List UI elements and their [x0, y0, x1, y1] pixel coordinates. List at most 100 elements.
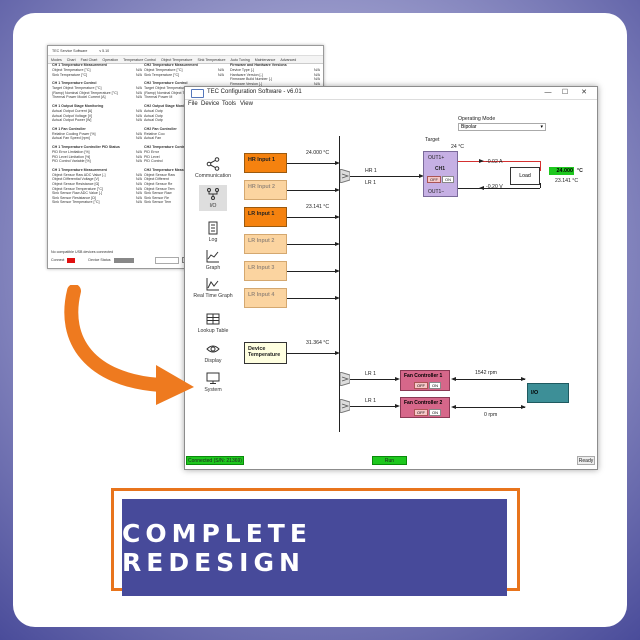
- input-label: LR Input 3: [248, 265, 275, 271]
- old-data-row: Sink Temperature [°C]N/A: [52, 73, 142, 78]
- fan-controller-label: Fan Controller 1: [404, 373, 443, 379]
- fan-controller-label: Fan Controller 2: [404, 400, 443, 406]
- old-section-heading: CH 1 Temperature Measurement: [52, 63, 107, 67]
- old-tab[interactable]: Modes: [51, 57, 62, 62]
- old-data-row: Actual Output Voltage [V]N/A: [52, 114, 142, 119]
- old-row-value: N/A: [136, 195, 142, 200]
- old-row-label: Actual Outp: [144, 118, 163, 123]
- target-value: 24 °C: [451, 144, 465, 150]
- old-row-value: N/A: [136, 131, 142, 136]
- menu-device[interactable]: Device: [201, 101, 220, 107]
- output-voltage-value: -0.20 V: [486, 184, 503, 190]
- old-tab[interactable]: Chart: [66, 57, 76, 62]
- sidebar-item-label: Communication: [194, 173, 232, 179]
- channel-box[interactable]: OUT1+ CH1 OFF ON OUT1−: [423, 151, 458, 197]
- old-row-label: PID Error: [144, 149, 159, 154]
- old-section-heading: CH2 Temperature Controller: [144, 144, 192, 149]
- sidebar-item-lookup-table[interactable]: Lookup Table: [191, 312, 235, 334]
- close-button[interactable]: ✕: [581, 89, 587, 96]
- arrow-head-icon: [451, 377, 456, 381]
- sidebar-item-log[interactable]: Log: [191, 221, 235, 243]
- input-lr-1[interactable]: LR Input 1: [244, 207, 287, 227]
- banner-title: COMPLETE REDESIGN: [122, 518, 312, 577]
- old-data-row: Actual Output Current [A]N/A: [52, 109, 142, 114]
- old-row-label: Actual Output Current [A]: [52, 108, 93, 113]
- old-row-value: N/A: [136, 118, 142, 123]
- input-lr-3[interactable]: LR Input 3: [244, 261, 287, 281]
- lr-input-1-value: 23.141 °C: [306, 204, 330, 210]
- old-tab[interactable]: Fast Chart: [80, 57, 98, 62]
- old-row-label: Actual Output Power [W]: [52, 118, 92, 123]
- old-section-gap: [52, 205, 142, 209]
- old-data-row: Object Sensor Resistance [Ω]N/A: [52, 182, 142, 187]
- load-box[interactable]: Load: [510, 167, 540, 185]
- old-data-row: Sink Sensor Resistance [Ω]N/A: [52, 196, 142, 201]
- hr-input-1-value: 24.000 °C: [306, 150, 330, 156]
- input-lr-2[interactable]: LR Input 2: [244, 234, 287, 254]
- maximize-button[interactable]: ☐: [561, 89, 569, 96]
- menu-tools[interactable]: Tools: [222, 101, 237, 107]
- old-tab[interactable]: Sink Temperature: [197, 57, 226, 62]
- fan-controller-1[interactable]: Fan Controller 1 OFF ON: [400, 370, 450, 391]
- sidebar-item-display[interactable]: Display: [191, 342, 235, 364]
- old-row-label: Actual Outp: [144, 113, 163, 118]
- old-login-input[interactable]: [154, 256, 179, 264]
- arrow-head-icon: [451, 405, 456, 409]
- old-data-row: PID Level Limitation [%]N/A: [52, 155, 142, 160]
- setpoint-unit: °C: [577, 168, 583, 174]
- channel-off-toggle[interactable]: OFF: [427, 176, 441, 183]
- old-row-label: Sink Sensor Raw: [144, 191, 172, 196]
- old-row-label: Sink Sensor Raw ADC Value [-]: [52, 191, 103, 196]
- old-tab[interactable]: Maintenance: [254, 57, 276, 62]
- operating-mode-select[interactable]: Bipolar ▾: [458, 123, 546, 131]
- old-data-row: Sink Temperature [°C]N/A: [144, 73, 224, 78]
- sidebar-item-graph[interactable]: Graph: [191, 249, 235, 271]
- sidebar-item-io[interactable]: I/O: [199, 185, 227, 211]
- sidebar-item-communication[interactable]: Communication: [191, 157, 235, 179]
- out-plus-label: OUT1+: [428, 155, 445, 161]
- old-tab[interactable]: Auto Tuning: [230, 57, 250, 62]
- old-connect-indicator[interactable]: [67, 257, 76, 263]
- menu-file[interactable]: File: [188, 101, 198, 107]
- fan2-on-toggle[interactable]: ON: [429, 409, 441, 416]
- sidebar-item-label: Log: [208, 237, 218, 243]
- menu-view[interactable]: View: [240, 101, 253, 107]
- fan-controller-2[interactable]: Fan Controller 2 OFF ON: [400, 397, 450, 418]
- old-row-label: Thermal Power Model Current [A]: [52, 95, 106, 100]
- out-minus-wire-vertical: [540, 183, 541, 188]
- old-tab[interactable]: Temperature Control: [123, 57, 156, 62]
- fan1-on-toggle[interactable]: ON: [429, 382, 441, 389]
- fan1-signal-line: [350, 379, 396, 380]
- old-tab[interactable]: Advanced: [280, 57, 297, 62]
- old-row-label: Object Sensor Re: [144, 181, 173, 186]
- old-tab[interactable]: Object Temperature: [160, 57, 193, 62]
- output-current-value: -0.02 A: [486, 159, 503, 165]
- old-row-value: N/A: [136, 186, 142, 191]
- old-section-heading: CH2 Temperature Control: [144, 81, 188, 86]
- arrow-head-icon: [335, 296, 340, 300]
- old-title-bar: TEC Service Software v 5.10: [48, 46, 323, 56]
- minimize-button[interactable]: —: [544, 89, 552, 96]
- sidebar-item-system[interactable]: System: [191, 371, 235, 393]
- fan1-off-toggle[interactable]: OFF: [414, 382, 428, 389]
- fan2-off-toggle[interactable]: OFF: [414, 409, 428, 416]
- old-section-heading: CH2 Output Stage Monitoring: [144, 103, 195, 108]
- old-row-value: N/A: [136, 68, 142, 72]
- input-label: LR Input 1: [248, 211, 275, 217]
- io-box[interactable]: I/O: [527, 383, 569, 403]
- input-label: LR Input 4: [248, 292, 275, 298]
- sidebar-item-real-time-graph[interactable]: Real Time Graph: [191, 277, 235, 299]
- mux-switch-icon[interactable]: [340, 169, 350, 183]
- input-hr-2[interactable]: HR Input 2: [244, 180, 287, 200]
- arrow-head-icon: [395, 404, 400, 408]
- old-data-row: Actual Output Power [W] N/A: [52, 118, 142, 123]
- input-hr-1[interactable]: HR Input 1: [244, 153, 287, 173]
- old-tab[interactable]: Operation: [102, 57, 119, 62]
- input-lr-4[interactable]: LR Input 4: [244, 288, 287, 308]
- mux-switch-icon[interactable]: [340, 399, 350, 413]
- channel-on-toggle[interactable]: ON: [442, 176, 454, 183]
- fan2-io-line: [453, 407, 525, 408]
- old-data-row: PID Error Limitation [%]N/A: [52, 150, 142, 155]
- orange-arrow-icon: [64, 285, 194, 405]
- mux-switch-icon[interactable]: [340, 372, 350, 386]
